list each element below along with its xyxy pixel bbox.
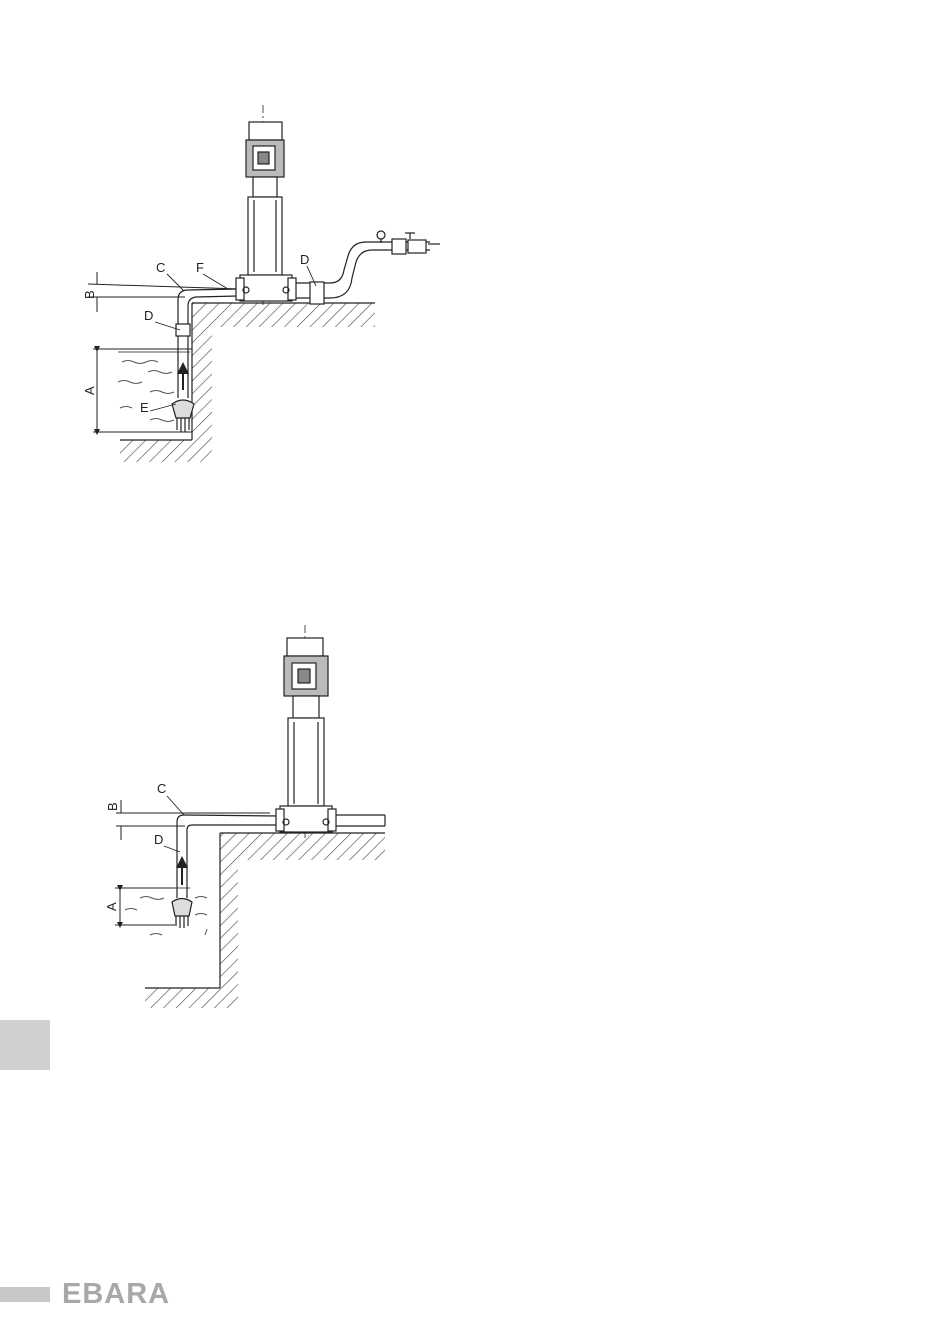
label-d: D bbox=[154, 832, 163, 847]
label-d-suction: D bbox=[144, 308, 153, 323]
label-d-discharge: D bbox=[300, 252, 309, 267]
label-a: A bbox=[104, 902, 119, 911]
foot-valve bbox=[172, 400, 194, 432]
ebara-logo: EBARA bbox=[62, 1279, 170, 1309]
water-surface bbox=[120, 888, 207, 935]
discharge-pipe bbox=[296, 231, 440, 304]
dimension-a bbox=[115, 888, 175, 925]
pump-assembly bbox=[236, 105, 296, 308]
label-c: C bbox=[156, 260, 165, 275]
ground-hatching bbox=[145, 833, 385, 1008]
label-c: C bbox=[157, 781, 166, 796]
leader-lines bbox=[164, 796, 184, 852]
label-b: B bbox=[105, 802, 120, 811]
label-e: E bbox=[140, 400, 149, 415]
figure-1-suction-lift-diagram: A B bbox=[82, 105, 440, 462]
side-chapter-tab bbox=[0, 1020, 50, 1070]
footer-bar bbox=[0, 1287, 50, 1302]
figure-2-suction-lift-diagram: A B bbox=[104, 625, 385, 1008]
label-f: F bbox=[196, 260, 204, 275]
discharge-pipe bbox=[336, 815, 385, 826]
pump-assembly bbox=[276, 625, 336, 838]
ground-hatching bbox=[120, 303, 375, 462]
label-b: B bbox=[82, 290, 97, 299]
label-a: A bbox=[82, 386, 97, 395]
figure-2-labels: C D bbox=[154, 781, 166, 847]
foot-valve bbox=[172, 899, 192, 929]
